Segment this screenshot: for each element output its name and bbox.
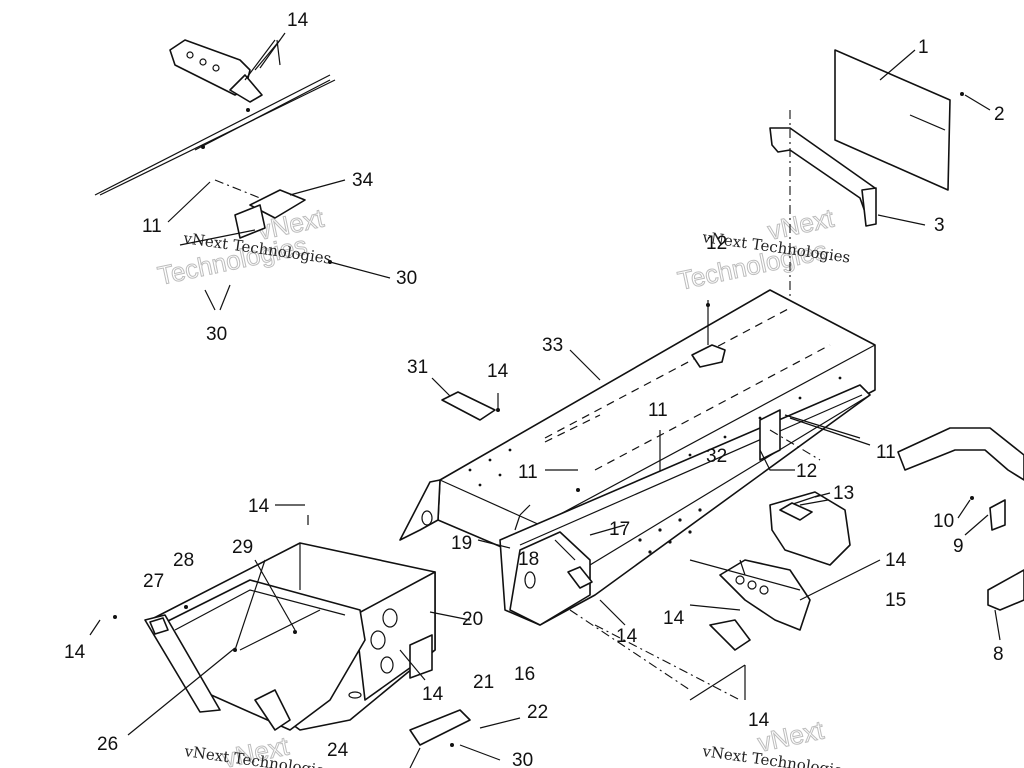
watermark-top-right: Technologies vNext vNext Technologies: [675, 202, 852, 296]
callout-18: 18: [518, 549, 539, 570]
callout-14: 14: [422, 684, 444, 705]
bracket-34: [167, 179, 391, 311]
bracket-3: [769, 110, 926, 300]
callout-19: 19: [451, 533, 472, 554]
callout-12: 12: [706, 233, 727, 254]
callout-30: 30: [206, 324, 227, 345]
panel-1: [834, 49, 991, 191]
tunnel-rivets: [468, 376, 842, 492]
watermark-bottom-left: vNext vNext Technologies: [182, 730, 333, 768]
bracket-22: [409, 709, 521, 768]
callout-16: 16: [514, 664, 535, 685]
callout-24: 24: [327, 740, 349, 761]
rail-detail: [94, 39, 336, 196]
callout-11: 11: [876, 442, 896, 463]
leader-lines: [259, 32, 881, 681]
callout-30: 30: [512, 750, 533, 768]
callout-9: 9: [953, 536, 964, 557]
callout-14: 14: [287, 10, 309, 31]
callout-14: 14: [663, 608, 685, 629]
callout-15: 15: [885, 590, 906, 611]
plate-31: [431, 377, 500, 421]
callout-32: 32: [706, 446, 727, 467]
callout-20: 20: [462, 609, 483, 630]
callout-33: 33: [542, 335, 563, 356]
watermark-top-left: Technologies vNext vNext Technologies: [155, 202, 333, 291]
callout-29: 29: [232, 537, 253, 558]
callout-14: 14: [248, 496, 270, 517]
callout-12: 12: [796, 461, 817, 482]
tunnel-33: [399, 289, 876, 566]
callout-14: 14: [748, 710, 770, 731]
callout-14: 14: [487, 361, 509, 382]
callout-1: 1: [918, 37, 929, 58]
bracket-32: [759, 409, 871, 461]
callout-22: 22: [527, 702, 548, 723]
callout-11: 11: [142, 216, 162, 237]
callout-28: 28: [173, 550, 194, 571]
callout-30: 30: [396, 268, 417, 289]
callout-11: 11: [648, 400, 668, 421]
callout-26: 26: [97, 734, 118, 755]
callout-8: 8: [993, 644, 1004, 665]
callout-27: 27: [143, 571, 164, 592]
guard-13: [769, 491, 851, 566]
callout-17: 17: [609, 519, 630, 540]
callout-14: 14: [885, 550, 907, 571]
callout-21: 21: [473, 672, 494, 693]
callout-labels: 1 2 3 8 9 10 11 11 11 11 12 12 13 14 14 …: [64, 10, 1005, 768]
bracket-15: [569, 559, 811, 701]
callout-31: 31: [407, 357, 428, 378]
callout-10: 10: [933, 511, 954, 532]
callout-2: 2: [994, 104, 1005, 125]
bracket-29: [159, 559, 366, 731]
callout-14: 14: [64, 642, 86, 663]
callout-34: 34: [352, 170, 374, 191]
callout-3: 3: [934, 215, 945, 236]
callout-13: 13: [833, 483, 854, 504]
bracket-26-27: [89, 605, 291, 736]
bumper-handle: [897, 427, 1024, 641]
callout-14: 14: [616, 626, 638, 647]
callout-11: 11: [518, 462, 538, 483]
watermark-bottom-right: vNext vNext Technologies: [700, 714, 851, 768]
